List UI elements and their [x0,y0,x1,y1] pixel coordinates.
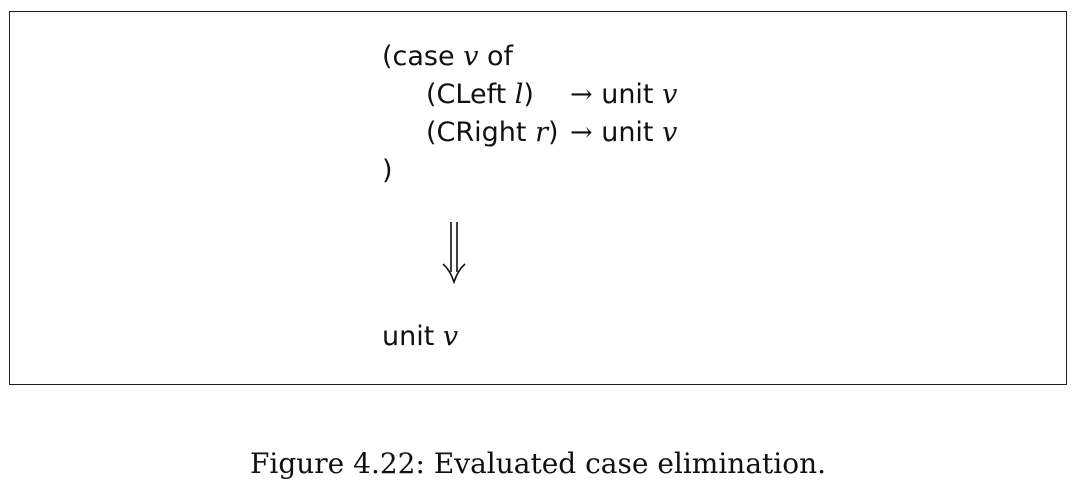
double-down-arrow-icon [442,222,466,284]
of-keyword: of [478,41,514,72]
cleft-unit-variable: v [662,79,678,110]
close-paren: ) [382,155,393,186]
code-block: (case v of (CLeft l) → unit v (CRight r)… [382,38,677,190]
result-expression: unit v [382,318,458,356]
cleft-constructor: (CLeft [426,79,515,110]
cright-unit-variable: v [662,117,678,148]
case-variable: v [463,41,479,72]
cright-constructor: (CRight [426,117,536,148]
cleft-variable: l [514,79,524,110]
cleft-unit: unit [592,79,663,110]
code-line-case: (case v of [382,38,559,76]
right-arrow-icon: → [570,117,593,148]
code-line-cleft: (CLeft l) → unit v [382,76,677,114]
cleft-branch-rhs: → unit v [570,76,677,114]
result-variable: v [442,321,459,352]
case-keyword: (case [382,41,464,72]
cleft-close-paren: ) [523,79,534,110]
result-unit: unit [382,321,443,352]
figure-caption: Figure 4.22: Evaluated case elimination. [249,447,827,480]
code-line-cright: (CRight r) → unit v [382,114,677,152]
right-arrow-icon: → [570,79,593,110]
code-line-close: ) [382,152,559,190]
cright-branch-rhs: → unit v [570,114,677,152]
cright-unit: unit [592,117,663,148]
figure-frame [9,11,1067,385]
cright-close-paren: ) [548,117,559,148]
cright-variable: r [535,117,548,148]
